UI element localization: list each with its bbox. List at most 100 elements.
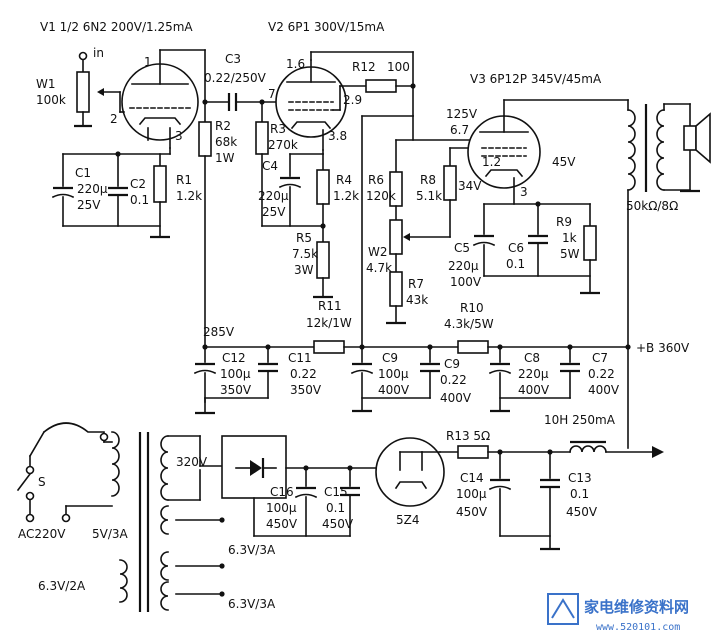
v3-grid-voltage: 6.7 — [450, 123, 469, 137]
c13-capacitor — [540, 478, 560, 489]
c12-name: C12 — [222, 351, 246, 365]
c6-capacitor — [528, 234, 548, 245]
c2-value: 0.1 — [130, 193, 149, 207]
c6-name: C6 — [508, 241, 524, 255]
c16-name: C16 — [270, 485, 294, 499]
r8-name: R8 — [420, 173, 436, 187]
r8-resistor — [443, 165, 457, 201]
rail-bplus: +B 360V — [636, 341, 690, 355]
rail-285v: 285V — [203, 325, 235, 339]
c12-voltage: 350V — [220, 383, 252, 397]
c13-name: C13 — [568, 471, 592, 485]
c12-value: 100μ — [220, 367, 251, 381]
choke-label: 10H 250mA — [544, 413, 616, 427]
choke-inductor — [569, 440, 607, 453]
r6-name: R6 — [368, 173, 384, 187]
r7-name: R7 — [408, 277, 424, 291]
c9a-voltage: 400V — [378, 383, 410, 397]
rect-tube-label: 5Z4 — [396, 513, 420, 527]
v3-tube: 1.2 3 — [467, 115, 541, 205]
r12-value: 100 — [387, 60, 410, 74]
r7-value: 43k — [406, 293, 428, 307]
c7-capacitor — [560, 362, 580, 373]
v3-pin-cathode: 3 — [520, 185, 528, 199]
v1-pin-grid: 2 — [110, 112, 118, 126]
c9a-name: C9 — [382, 351, 398, 365]
c9-electrolytic — [350, 362, 374, 375]
w2-name: W2 — [368, 245, 388, 259]
r6-value: 120k — [366, 189, 396, 203]
mains-input — [16, 422, 113, 523]
c5-name: C5 — [454, 241, 470, 255]
r11-resistor — [313, 340, 345, 354]
v1-title: V1 1/2 6N2 200V/1.25mA — [40, 20, 193, 34]
w2-value: 4.7k — [366, 261, 392, 275]
c9a-value: 100μ — [378, 367, 409, 381]
r2-resistor — [198, 121, 212, 157]
c16-value: 100μ — [266, 501, 297, 515]
c11-voltage: 350V — [290, 383, 322, 397]
mains-label: AC220V — [18, 527, 66, 541]
c15-value: 0.1 — [326, 501, 345, 515]
c8-capacitor — [488, 362, 512, 375]
v2-pin-top: 1.6 — [286, 57, 305, 71]
r4-resistor — [316, 169, 330, 205]
r11-value: 12k/1W — [306, 316, 352, 330]
r3-value: 270k — [268, 138, 298, 152]
r3-name: R3 — [270, 122, 286, 136]
c11-value: 0.22 — [290, 367, 317, 381]
w1-value: 100k — [36, 93, 66, 107]
c4-capacitor — [278, 176, 302, 189]
v3-screen-voltage: 125V — [446, 107, 478, 121]
c3-capacitor — [227, 93, 238, 111]
output-transformer — [627, 99, 691, 348]
input-label: in — [93, 46, 104, 60]
c8-voltage: 400V — [518, 383, 550, 397]
c1-capacitor — [51, 186, 75, 199]
r2-power: 1W — [215, 151, 235, 165]
v1-pin-cathode: 3 — [175, 129, 183, 143]
c5-voltage: 100V — [450, 275, 482, 289]
r12-name: R12 — [352, 60, 376, 74]
r2-value: 68k — [215, 135, 237, 149]
w1-name: W1 — [36, 77, 56, 91]
c9b-voltage: 400V — [440, 391, 472, 405]
r1-name: R1 — [176, 173, 192, 187]
r12-resistor — [365, 79, 397, 93]
c13-value: 0.1 — [570, 487, 589, 501]
c11-capacitor — [258, 362, 278, 373]
r5-power: 3W — [294, 263, 314, 277]
sec-63a-label: 6.3V/3A — [228, 543, 276, 557]
input-stage: in W1 100k — [36, 46, 121, 128]
v2-title: V2 6P1 300V/15mA — [268, 20, 385, 34]
r5-resistor — [316, 241, 330, 279]
r9-value: 1k — [562, 231, 577, 245]
c5-capacitor — [472, 234, 496, 247]
r2-name: R2 — [215, 119, 231, 133]
r3-resistor — [255, 121, 269, 155]
sec-5v-label: 5V/3A — [92, 527, 129, 541]
c5-value: 220μ — [448, 259, 479, 273]
c1-name: C1 — [75, 166, 91, 180]
c9b-value: 0.22 — [440, 373, 467, 387]
c7-voltage: 400V — [588, 383, 620, 397]
r9-resistor — [583, 225, 597, 261]
v3-plate-voltage: 45V — [552, 155, 576, 169]
c14-value: 100μ — [456, 487, 487, 501]
v3-cathode-voltage: 34V — [458, 179, 482, 193]
c9b-name: C9 — [444, 357, 460, 371]
r5-name: R5 — [296, 231, 312, 245]
r13-resistor — [457, 445, 489, 459]
w2-potentiometer — [389, 219, 403, 255]
v3-title: V3 6P12P 345V/45mA — [470, 72, 602, 86]
c4-voltage: 25V — [262, 205, 286, 219]
c8-value: 220μ — [518, 367, 549, 381]
v1-pin-top: 1 — [144, 55, 152, 69]
r13-label: R13 5Ω — [446, 429, 490, 443]
r11-name: R11 — [318, 299, 342, 313]
c7-value: 0.22 — [588, 367, 615, 381]
c15-name: C15 — [324, 485, 348, 499]
r8-value: 5.1k — [416, 189, 442, 203]
r1-value: 1.2k — [176, 189, 202, 203]
